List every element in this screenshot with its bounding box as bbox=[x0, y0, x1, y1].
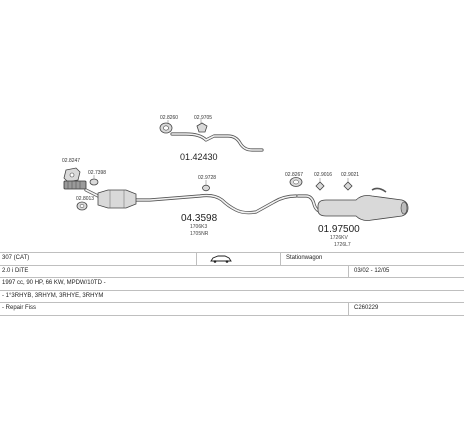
rear-clamp bbox=[289, 177, 303, 187]
label-hanger-a: 02.9016 bbox=[314, 172, 332, 178]
rear-assembly: 02.8267 02.9016 02.9021 01.97500 1726KV … bbox=[285, 172, 409, 248]
label-top-clamp-b: 02.9705 bbox=[194, 115, 212, 121]
label-top-clamp-a: 02.8260 bbox=[160, 115, 178, 121]
engine-text: 2.0 i DiTE bbox=[2, 267, 29, 274]
front-clamp bbox=[202, 180, 210, 192]
label-front-pipe-sub2: 1705NR bbox=[190, 231, 209, 237]
repair-text: - Repair Fiss bbox=[2, 305, 37, 312]
label-rear-clamp: 02.8267 bbox=[285, 172, 303, 178]
label-rear-box-sub1: 1726KV bbox=[330, 235, 348, 241]
info-row-engine: 2.0 i DiTE 03/02 - 12/05 bbox=[0, 264, 464, 278]
years-text: 03/02 - 12/05 bbox=[354, 267, 390, 274]
catalyst bbox=[97, 189, 137, 209]
set-code-text: C260229 bbox=[354, 305, 379, 312]
label-rear-box-sub2: 1726L7 bbox=[334, 242, 351, 248]
info-row-model: 307 (CAT) Stationwagon bbox=[0, 252, 464, 265]
label-rear-box: 01.97500 bbox=[318, 224, 360, 235]
info-row-repair: - Repair Fiss C260229 bbox=[0, 302, 464, 316]
hanger-a bbox=[315, 178, 325, 191]
mid-pipe-assembly: 02.8260 02.9705 01.42430 bbox=[159, 115, 264, 162]
label-front-pipe: 04.3598 bbox=[181, 213, 218, 224]
car-icon bbox=[210, 255, 232, 269]
label-front-pipe-sub1: 1706K3 bbox=[190, 224, 207, 230]
label-flex-clamp: 02.7398 bbox=[88, 170, 106, 176]
spec-text: 1997 cc, 90 HP, 66 KW, MPDW/10TD - bbox=[2, 280, 106, 287]
vehicle-info-table: 307 (CAT) Stationwagon 2.0 i DiTE 03/02 … bbox=[0, 252, 464, 316]
label-front-clamp: 02.9728 bbox=[198, 175, 216, 181]
manifold-gasket bbox=[63, 167, 81, 183]
info-row-spec: 1997 cc, 90 HP, 66 KW, MPDW/10TD - bbox=[0, 277, 464, 290]
hanger-b bbox=[343, 178, 353, 191]
flex-clamp bbox=[89, 175, 99, 186]
label-hanger-b: 02.9021 bbox=[341, 172, 359, 178]
front-pipe-assembly: 02.9728 04.3598 1706K3 1705NR bbox=[84, 175, 298, 237]
info-row-codes: - 1°3RHYB, 3RHYM, 3RHYE, 3RHYM bbox=[0, 289, 464, 303]
top-clamp-a bbox=[159, 120, 173, 134]
label-cat-clamp: 02.8013 bbox=[76, 196, 94, 202]
codes-text: - 1°3RHYB, 3RHYM, 3RHYE, 3RHYM bbox=[2, 292, 104, 299]
top-clamp-b bbox=[196, 119, 208, 133]
body-text: Stationwagon bbox=[286, 255, 323, 261]
model-text: 307 (CAT) bbox=[2, 255, 30, 261]
label-mid-pipe: 01.42430 bbox=[180, 152, 218, 162]
rear-silencer bbox=[317, 187, 409, 221]
label-manifold-gasket: 02.8247 bbox=[62, 158, 80, 164]
flex-pipe bbox=[63, 180, 87, 190]
cat-clamp bbox=[76, 201, 88, 211]
